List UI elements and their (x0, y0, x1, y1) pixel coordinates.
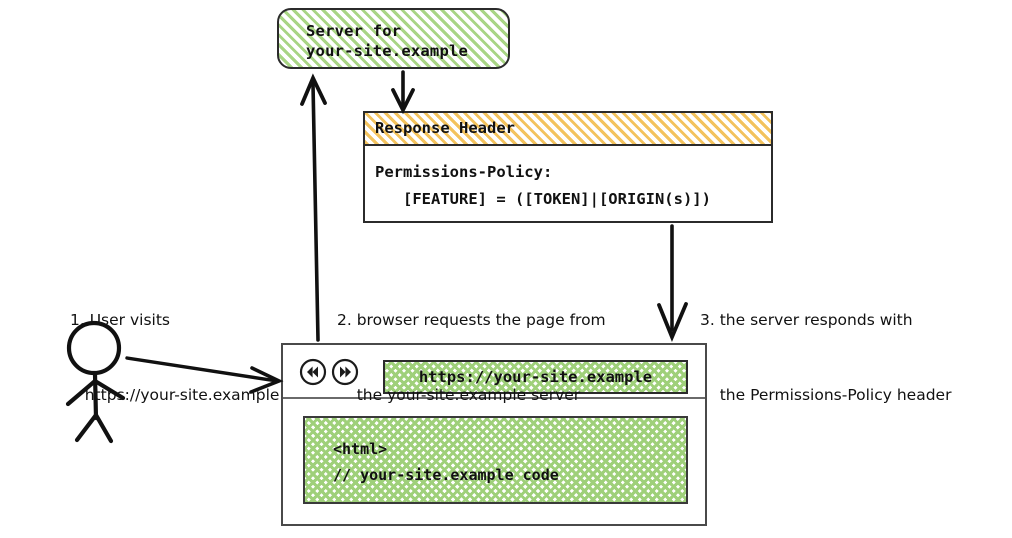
page-source-line1: <html> (333, 440, 388, 458)
fast-forward-icon[interactable] (331, 358, 359, 386)
server-label-line1: Server for (306, 22, 402, 40)
server-box: Server for your-site.example (277, 8, 510, 69)
response-header-titlebar: Response Header (365, 113, 771, 146)
step-3-line2: the Permissions-Policy header (700, 386, 952, 404)
arrow-response-to-browser (657, 224, 688, 342)
step-1-line1: 1. User visits (70, 311, 170, 329)
page-source-code: <html> // your-site.example code (333, 436, 559, 488)
step-3-line1: 3. the server responds with (700, 311, 913, 329)
server-label-line2: your-site.example (306, 42, 469, 60)
browser-toolbar: https://your-site.example (283, 345, 705, 399)
permissions-policy-key: Permissions-Policy: (375, 163, 553, 181)
rewind-icon[interactable] (299, 358, 327, 386)
step-2-line1: 2. browser requests the page from (337, 311, 606, 329)
arrow-server-to-response-header (391, 70, 415, 115)
url-bar[interactable]: https://your-site.example (383, 360, 688, 394)
arrow-browser-to-server (300, 73, 327, 342)
step-3-annotation: 3. the server responds with the Permissi… (700, 258, 951, 458)
response-header-body: Permissions-Policy: [FEATURE] = ([TOKEN]… (365, 146, 771, 213)
page-source-line2: // your-site.example code (333, 466, 559, 484)
step-1-line2: https://your-site.example (70, 386, 280, 404)
step-2-annotation: 2. browser requests the page from the yo… (337, 258, 606, 458)
response-header-title: Response Header (375, 119, 515, 137)
response-header-box: Response Header Permissions-Policy: [FEA… (363, 111, 773, 223)
browser-content-area: <html> // your-site.example code (283, 399, 705, 524)
step-2-line2: the your-site.example server (337, 386, 581, 404)
page-source-panel: <html> // your-site.example code (303, 416, 688, 504)
browser-window: https://your-site.example <html> // your… (281, 343, 707, 526)
url-text: https://your-site.example (418, 368, 653, 386)
step-1-annotation: 1. User visits https://your-site.example (70, 258, 279, 458)
permissions-policy-value: [FEATURE] = ([TOKEN]|[ORIGIN(s)]) (375, 190, 711, 208)
